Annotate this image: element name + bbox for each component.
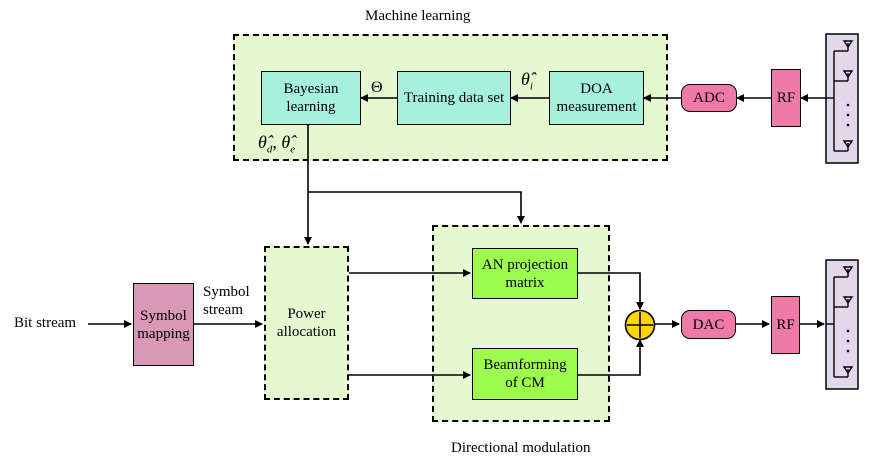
transmit-antenna-array-icon (825, 259, 859, 390)
symbol-stream-line2: stream (203, 302, 243, 318)
rf-bottom-label: RF (776, 317, 795, 333)
bayesian-label-line1: Bayesian (283, 81, 339, 97)
theta-i-sub: i (529, 80, 533, 93)
theta-separator: , (272, 132, 277, 152)
symbol-mapping-line2: mapping (137, 325, 190, 342)
power-allocation-block (264, 246, 349, 400)
rf-top-label: RF (776, 90, 796, 106)
theta-d-sub: d (266, 143, 273, 156)
an-projection-line2: matrix (505, 274, 545, 291)
bit-stream-label: Bit stream (14, 315, 77, 331)
machine-learning-title: Machine learning (365, 8, 471, 24)
adder-icon (624, 309, 656, 341)
symbol-mapping-line1: Symbol (140, 307, 187, 324)
theta-e-sub: e (290, 143, 296, 156)
beamforming-line2: of CM (505, 375, 545, 391)
dac-label: DAC (692, 316, 725, 333)
training-label: Training data set (403, 90, 505, 106)
arrow-bf-adder (578, 339, 644, 376)
symbol-stream-line1: Symbol (203, 284, 250, 300)
theta-i-base: θ̂ (521, 69, 530, 89)
doa-measurement-block: DOA measurement (549, 71, 644, 125)
theta-d-base: θ̂ (258, 132, 267, 152)
doa-label-line2: measurement (556, 99, 637, 115)
an-projection-line1: AN projection (481, 256, 569, 273)
an-projection-block: AN projection matrix (472, 248, 578, 299)
rf-bottom-block: RF (771, 296, 800, 354)
doa-label-line1: DOA (580, 81, 613, 97)
beamforming-line1: Beamforming (483, 357, 567, 373)
directional-modulation-title: Directional modulation (451, 440, 591, 456)
arrow-an-adder (578, 272, 644, 310)
receive-antenna-array-icon (825, 33, 859, 164)
bayesian-label-line2: learning (286, 99, 336, 115)
theta-de-label: θ̂d, θ̂e (258, 132, 296, 159)
theta-i-label: θ̂i (521, 69, 533, 96)
power-allocation-label: Power allocation (264, 246, 349, 400)
training-data-set-block: Training data set (397, 71, 511, 125)
theta-e-base: θ̂ (281, 132, 291, 152)
theta-big-label: Θ (371, 79, 383, 96)
power-allocation-line2: allocation (276, 324, 337, 340)
power-allocation-line1: Power (287, 306, 326, 322)
adc-block: ADC (681, 84, 737, 112)
dac-block: DAC (681, 310, 736, 339)
adc-label: ADC (693, 90, 725, 106)
bayesian-learning-block: Bayesian learning (261, 71, 361, 125)
rf-top-block: RF (771, 69, 801, 127)
symbol-stream-label: Symbol stream (203, 283, 250, 319)
beamforming-block: Beamforming of CM (472, 348, 578, 400)
symbol-mapping-block: Symbol mapping (133, 283, 194, 366)
arrow-to-directional-modulation (308, 191, 525, 224)
